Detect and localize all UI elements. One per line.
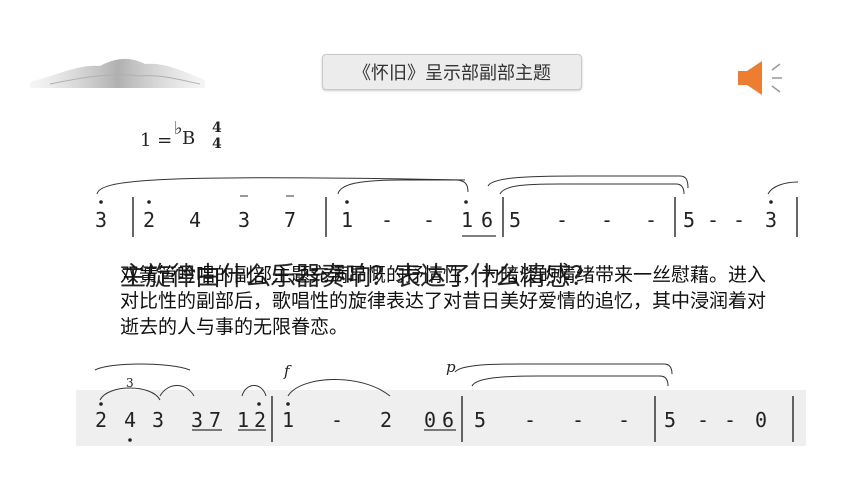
dynamic-forte: f: [284, 362, 290, 380]
note: 3: [152, 408, 165, 432]
staff-1: 3 2 4 3 7 1 - - 1 6 5 - - - 5 - - 3: [0, 172, 860, 242]
staff-2-background: [76, 390, 806, 446]
note: -: [572, 408, 585, 432]
note: 7: [209, 408, 222, 432]
note: 3: [95, 208, 108, 232]
key-one: 1 =: [140, 130, 173, 151]
note: -: [601, 208, 614, 232]
key-letter: B: [182, 128, 196, 149]
note: 3: [765, 208, 778, 232]
note: -: [733, 208, 746, 232]
note: 0: [424, 408, 437, 432]
description-block: 主旋律由什么乐器奏响？表达了什么情感？ 双簧管吟唱的副部主题充满昂慨的抒情性，为…: [120, 262, 780, 340]
slide-title-text: 《怀旧》呈示部副部主题: [353, 63, 551, 84]
question-overlay: 主旋律由什么乐器奏响？表达了什么情感？: [120, 262, 596, 292]
mountain-icon: [30, 52, 205, 88]
note: 1: [282, 408, 295, 432]
note: -: [381, 208, 394, 232]
triplet-label: 3: [126, 376, 134, 390]
note: -: [724, 408, 737, 432]
note: 3: [191, 408, 204, 432]
note: 2: [95, 408, 108, 432]
note: 5: [683, 208, 696, 232]
note: -: [645, 208, 658, 232]
note: 4: [189, 208, 202, 232]
speaker-icon[interactable]: [736, 60, 786, 96]
note: 0: [755, 408, 768, 432]
key-signature: 1 = ♭ B 4 4: [140, 118, 240, 164]
description-text: 双簧管吟唱的副部主题充满昂慨的抒情性，为暗淡的情绪带来一丝慰藉。进入对比性的副部…: [120, 264, 767, 338]
note: 1: [237, 408, 250, 432]
note: 7: [284, 208, 297, 232]
flat-symbol: ♭: [174, 118, 183, 139]
note: 2: [380, 408, 393, 432]
note: -: [423, 208, 436, 232]
slide-title: 《怀旧》呈示部副部主题: [322, 54, 582, 90]
dynamic-piano: p: [446, 358, 456, 376]
note: 2: [143, 208, 156, 232]
note: -: [331, 408, 344, 432]
note: 2: [254, 408, 267, 432]
staff-2: 3 f p 2 4 3 3 7 1 2 1 - 2 0 6 5 - - - 5 …: [0, 356, 860, 446]
note: -: [618, 408, 631, 432]
note: 1: [461, 208, 474, 232]
note: 4: [124, 408, 137, 432]
note: 3: [238, 208, 251, 232]
note: 5: [474, 408, 487, 432]
note: 5: [664, 408, 677, 432]
note: -: [707, 208, 720, 232]
note: 1: [341, 208, 354, 232]
note: -: [524, 408, 537, 432]
note: 5: [509, 208, 522, 232]
time-signature: 4 4: [212, 120, 222, 152]
note: -: [556, 208, 569, 232]
note: 6: [481, 208, 494, 232]
note: 6: [442, 408, 455, 432]
note: -: [697, 408, 710, 432]
